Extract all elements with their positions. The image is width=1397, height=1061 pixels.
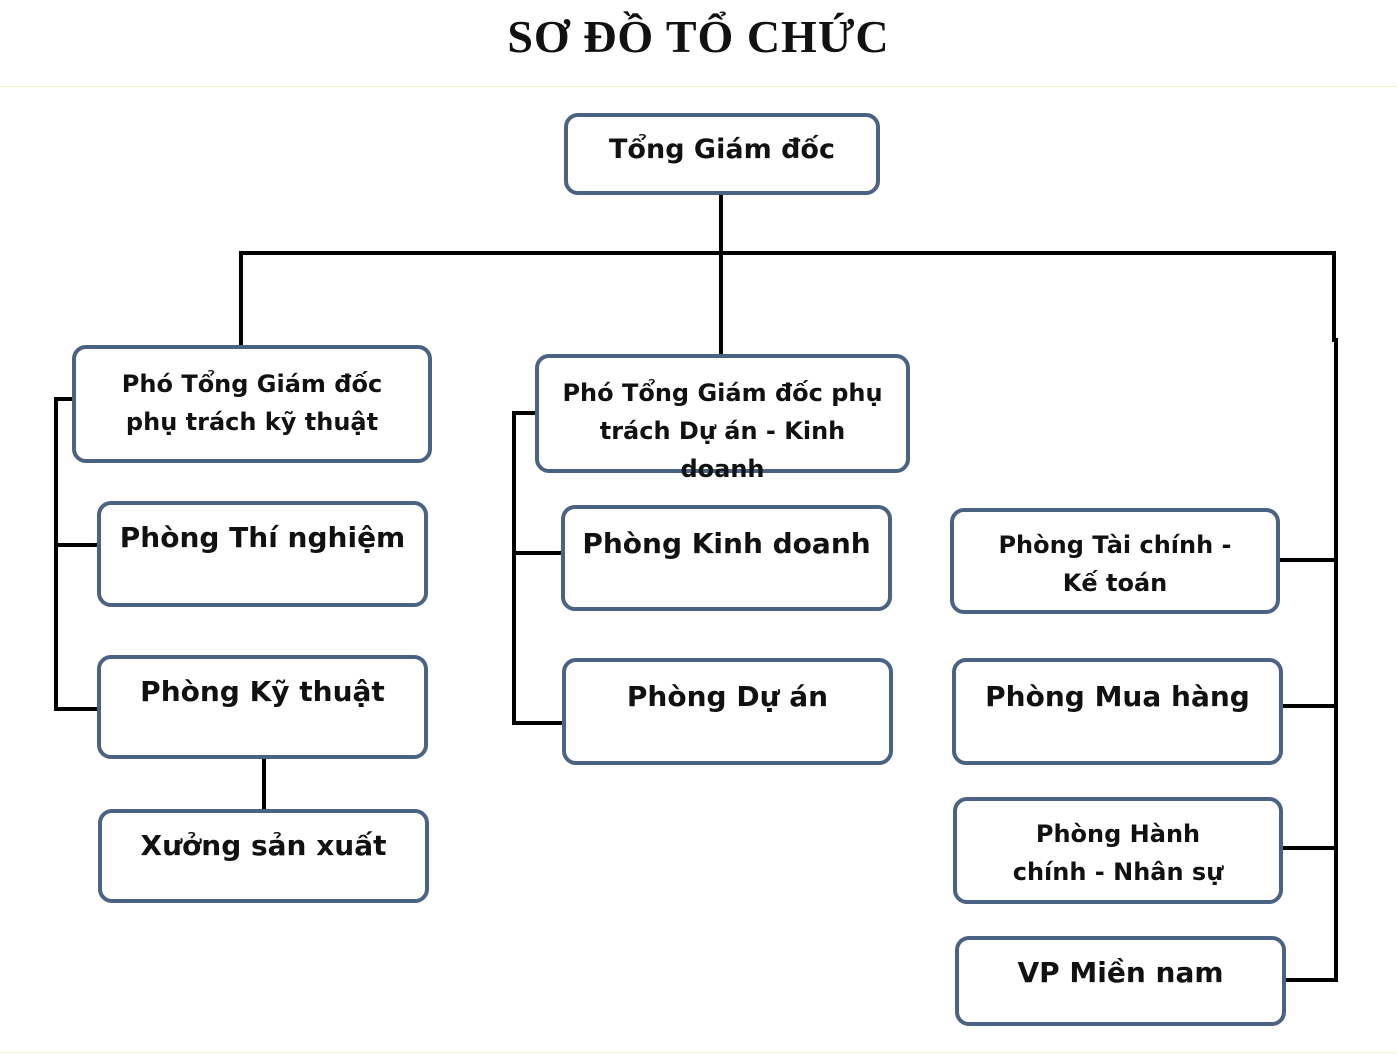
purchasing-label: Phòng Mua hàng: [985, 680, 1250, 713]
vp-business-box: Phó Tổng Giám đốc phụ trách Dự án - Kinh…: [535, 354, 910, 483]
hr-label: Phòng Hành chính - Nhân sự: [1012, 820, 1224, 886]
technical-box: Phòng Kỹ thuật: [97, 655, 428, 759]
hr-box: Phòng Hành chính - Nhân sự: [953, 797, 1283, 904]
purchasing-box: Phòng Mua hàng: [952, 658, 1283, 765]
projects-box: Phòng Dự án: [562, 658, 893, 765]
lab-label: Phòng Thí nghiệm: [119, 521, 406, 554]
south-office-label: VP Miền nam: [1017, 956, 1224, 989]
finance-box: Phòng Tài chính - Kế toán: [950, 508, 1280, 614]
vp-business-label: Phó Tổng Giám đốc phụ trách Dự án - Kinh…: [562, 379, 883, 483]
factory-label: Xưởng sản xuất: [140, 829, 387, 862]
lab-box: Phòng Thí nghiệm: [97, 501, 428, 607]
footer-divider: [0, 1052, 1397, 1053]
sales-box: Phòng Kinh doanh: [561, 505, 892, 611]
ceo-label: Tổng Giám đốc: [609, 134, 835, 165]
page-title: SƠ ĐỒ TỔ CHỨC: [507, 11, 890, 62]
vp-technical-box: Phó Tổng Giám đốc phụ trách kỹ thuật: [72, 345, 432, 463]
factory-box: Xưởng sản xuất: [98, 809, 429, 903]
technical-label: Phòng Kỹ thuật: [140, 675, 385, 708]
sales-label: Phòng Kinh doanh: [582, 527, 871, 560]
projects-label: Phòng Dự án: [626, 680, 829, 713]
south-office-box: VP Miền nam: [955, 936, 1286, 1026]
vp-technical-label: Phó Tổng Giám đốc phụ trách kỹ thuật: [121, 370, 383, 436]
finance-label: Phòng Tài chính - Kế toán: [998, 531, 1232, 597]
title-divider: [0, 86, 1397, 87]
ceo-box: Tổng Giám đốc: [564, 113, 880, 195]
